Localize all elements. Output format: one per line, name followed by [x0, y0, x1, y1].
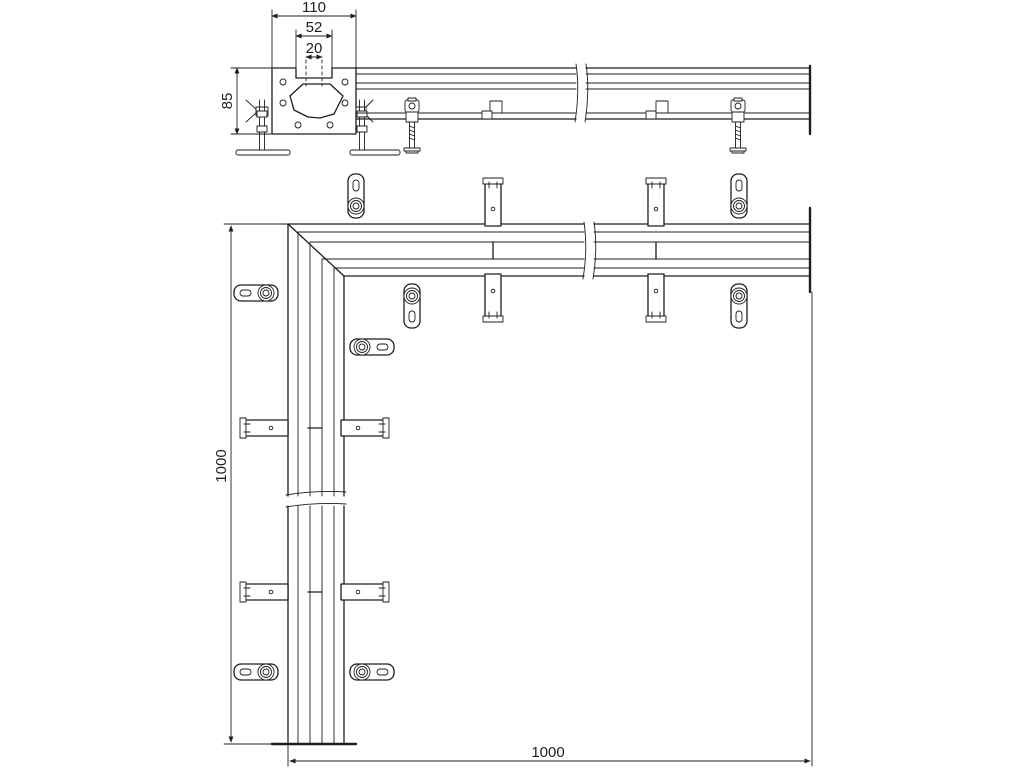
dimension-1000-vertical: 1000	[213, 223, 289, 745]
channel-horizontal-right	[592, 206, 812, 294]
rail-clip	[645, 100, 669, 120]
bracket-with-nut	[233, 284, 279, 302]
leveling-foot	[256, 99, 268, 151]
bracket-with-nut	[730, 173, 748, 219]
foot-plate-left	[235, 149, 291, 156]
bracket-with-nut	[403, 283, 421, 329]
corner-mitre	[287, 223, 345, 277]
channel-vertical-upper	[285, 223, 347, 497]
clip-bracket	[482, 273, 504, 323]
clip-bracket	[645, 177, 667, 227]
dimension-label: 85	[219, 93, 236, 110]
channel-vertical-lower	[270, 502, 358, 746]
bracket-with-nut	[347, 173, 365, 219]
rail-side-left	[355, 63, 579, 123]
leveling-foot	[729, 97, 747, 154]
dimension-label: 1000	[213, 449, 230, 482]
clip-bracket	[239, 417, 289, 439]
plan-view: 1000 1000	[213, 173, 813, 767]
dimension-110: 110	[271, 0, 357, 69]
dimension-52: 52	[295, 19, 333, 69]
rail-clip	[481, 100, 503, 120]
dimension-label: 110	[302, 0, 326, 16]
clip-bracket	[645, 273, 667, 323]
rail-side-right	[584, 63, 812, 136]
bracket-with-nut	[233, 663, 279, 681]
bracket-with-nut	[349, 338, 395, 356]
leveling-foot	[403, 97, 421, 154]
channel-horizontal-left	[287, 221, 587, 280]
profile-cross-section	[271, 59, 357, 135]
bracket-with-nut	[730, 283, 748, 329]
bracket-with-nut	[349, 663, 395, 681]
dimension-1000-horizontal: 1000	[287, 291, 813, 767]
dimension-label: 52	[306, 19, 323, 36]
dimension-20: 20	[305, 40, 323, 60]
dimension-label: 20	[306, 40, 323, 57]
dimension-label: 1000	[531, 744, 564, 761]
clip-bracket	[239, 581, 289, 603]
clip-bracket	[482, 177, 504, 227]
dimension-85: 85	[219, 67, 273, 135]
leveling-foot	[356, 99, 368, 151]
foot-plate-right	[349, 149, 401, 156]
clip-bracket	[340, 417, 390, 439]
clip-bracket	[340, 581, 390, 603]
side-view: 110 52 20 85	[219, 0, 812, 156]
